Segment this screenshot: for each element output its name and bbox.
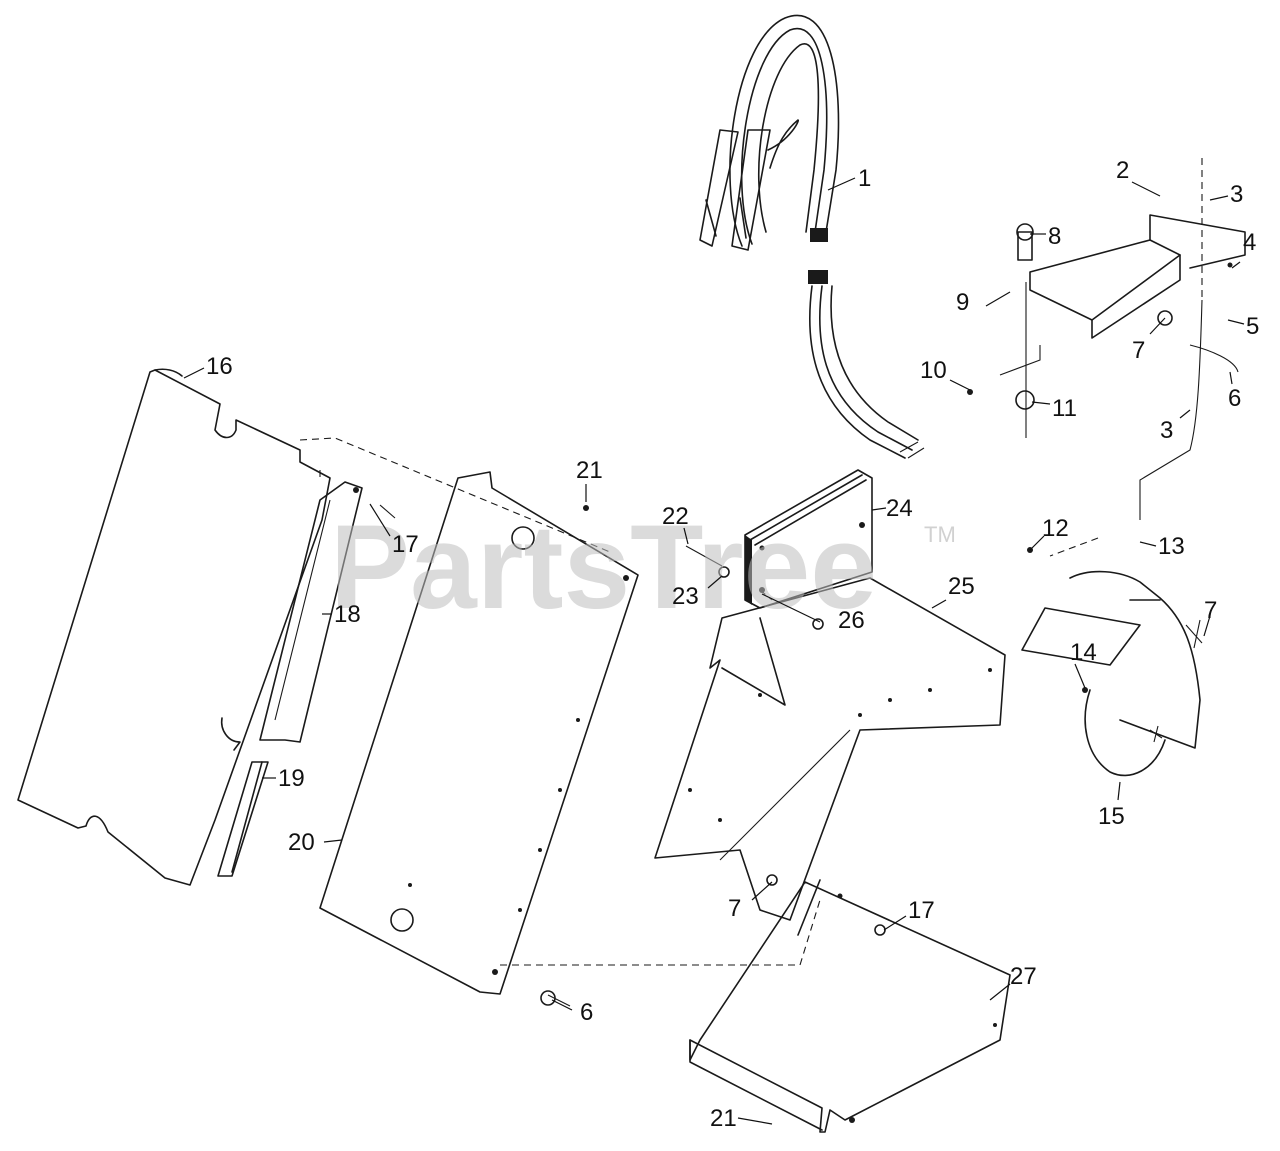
callout-13: 13 xyxy=(1158,533,1185,560)
watermark-text: PartsTree xyxy=(330,500,877,634)
callout-9: 9 xyxy=(956,289,969,316)
base-tray-part-27 xyxy=(689,879,1011,1133)
callout-5: 5 xyxy=(1246,313,1259,340)
watermark-trademark: TM xyxy=(924,522,956,547)
callout-20: 20 xyxy=(288,829,315,856)
callout-10: 10 xyxy=(920,357,947,384)
callout-1: 1 xyxy=(858,165,871,192)
main-housing-part-25 xyxy=(654,577,1006,921)
callout-21: 21 xyxy=(576,457,603,484)
callout-14: 14 xyxy=(1070,639,1097,666)
back-plate-part-16 xyxy=(17,368,331,886)
callout-11: 11 xyxy=(1052,395,1077,422)
callouts: 1 2 3 4 5 6 7 8 9 10 11 12 13 14 15 16 1 xyxy=(183,157,1259,1132)
callout-21-repeat: 21 xyxy=(710,1105,737,1132)
callout-8: 8 xyxy=(1048,223,1061,250)
charger-unit-part-24 xyxy=(744,469,873,609)
fan-assembly-parts-13-15 xyxy=(1021,547,1203,777)
callout-27: 27 xyxy=(1010,963,1037,990)
callout-25: 25 xyxy=(948,573,975,600)
callout-7-repeat-fan: 7 xyxy=(1204,597,1217,624)
callout-7-repeat-housing: 7 xyxy=(728,895,741,922)
callout-17-repeat: 17 xyxy=(908,897,935,924)
front-panel-part-20 xyxy=(319,471,639,995)
callout-2: 2 xyxy=(1116,157,1129,184)
callout-6-repeat: 6 xyxy=(580,999,593,1026)
callout-17: 17 xyxy=(392,531,419,558)
callout-18: 18 xyxy=(334,601,361,628)
callout-15: 15 xyxy=(1098,803,1125,830)
booster-cable-part-1 xyxy=(699,14,925,459)
callout-26: 26 xyxy=(838,607,865,634)
side-rail-part-19 xyxy=(217,761,269,877)
callout-24: 24 xyxy=(886,495,913,522)
callout-7: 7 xyxy=(1132,337,1145,364)
callout-3-repeat: 3 xyxy=(1160,417,1173,444)
side-rail-part-18 xyxy=(259,481,363,743)
callout-6: 6 xyxy=(1228,385,1241,412)
callout-23: 23 xyxy=(672,583,699,610)
callout-19: 19 xyxy=(278,765,305,792)
callout-22: 22 xyxy=(662,503,689,530)
callout-12: 12 xyxy=(1042,515,1069,542)
fastener-details xyxy=(353,487,886,1007)
callout-4: 4 xyxy=(1243,229,1256,256)
callout-3: 3 xyxy=(1230,181,1243,208)
callout-16: 16 xyxy=(206,353,233,380)
watermark: PartsTree TM xyxy=(330,500,956,634)
mount-bracket-assembly xyxy=(967,158,1246,520)
